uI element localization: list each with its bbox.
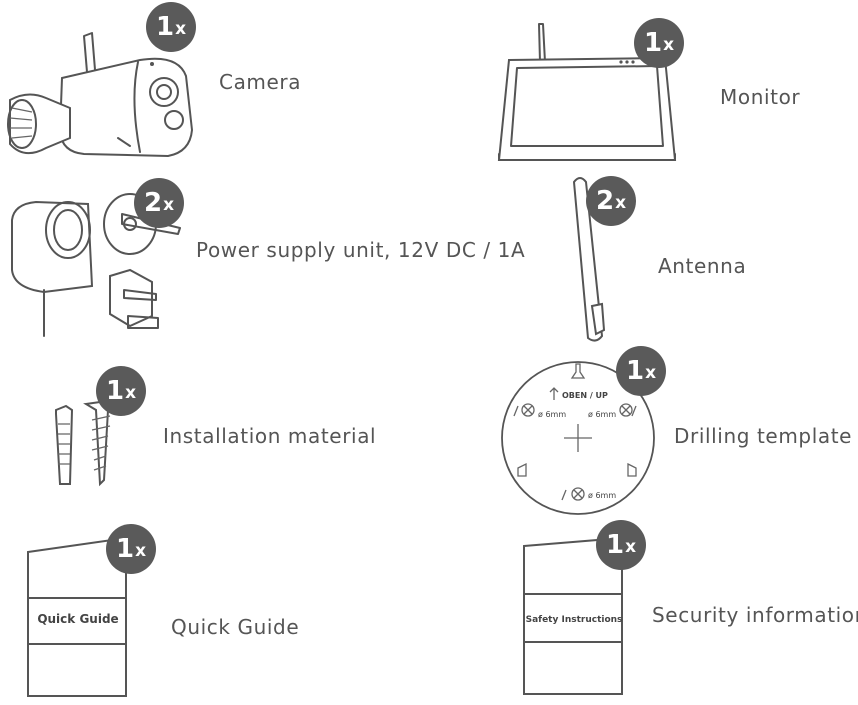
security-booklet-title: Safety Instructions bbox=[525, 615, 623, 625]
template-hole-right: ø 6mm bbox=[588, 410, 616, 419]
monitor-icon bbox=[497, 23, 677, 161]
monitor-label: Monitor bbox=[720, 85, 801, 109]
antenna-label: Antenna bbox=[658, 254, 747, 278]
screw-anchor-icon bbox=[55, 398, 116, 487]
template-label: Drilling template bbox=[674, 424, 853, 448]
template-up-text: OBEN / UP bbox=[562, 391, 608, 400]
power-label: Power supply unit, 12V DC / 1A bbox=[196, 238, 526, 262]
booklet-icon bbox=[523, 536, 623, 695]
security-label: Security information bbox=[652, 603, 858, 627]
template-hole-bottom: ø 6mm bbox=[588, 491, 616, 500]
camera-icon bbox=[7, 32, 194, 158]
antenna-icon bbox=[572, 177, 606, 342]
installation-label: Installation material bbox=[163, 424, 377, 448]
template-hole-left: ø 6mm bbox=[538, 410, 566, 419]
camera-label: Camera bbox=[219, 70, 302, 94]
booklet-icon bbox=[27, 536, 127, 697]
drilling-template-icon: OBEN / UP ø 6mm ø 6mm ø 6mm bbox=[501, 361, 655, 515]
quick-guide-label: Quick Guide bbox=[171, 615, 300, 639]
power-adapter-icon bbox=[11, 193, 181, 337]
quick-guide-booklet-title: Quick Guide bbox=[37, 612, 119, 626]
